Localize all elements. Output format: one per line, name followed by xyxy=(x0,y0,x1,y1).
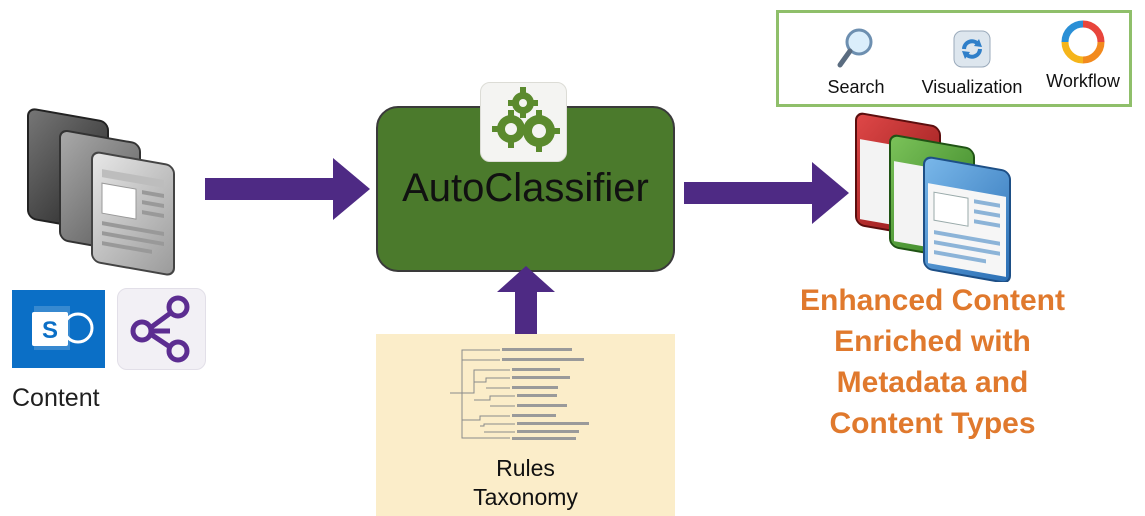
search-tool[interactable]: Search xyxy=(817,27,895,98)
rules-label-line1: Rules xyxy=(496,455,555,481)
search-icon xyxy=(837,28,873,68)
enhanced-line-1: Enhanced Content xyxy=(799,284,1065,317)
search-label: Search xyxy=(827,77,885,97)
refresh-icon xyxy=(953,30,991,68)
visualization-label: Visualization xyxy=(921,77,1023,97)
rules-label-line2: Taxonomy xyxy=(473,484,578,510)
content-documents-icon xyxy=(27,108,175,276)
content-label: Content xyxy=(12,384,100,412)
workflow-label: Workflow xyxy=(1046,71,1120,91)
taxonomy-tree-icon xyxy=(450,348,589,440)
autoclassifier-title: AutoClassifier xyxy=(402,166,649,210)
arrow-right-icon xyxy=(205,158,370,220)
arrow-right-icon xyxy=(684,162,849,224)
workflow-tool[interactable]: Workflow xyxy=(1037,19,1129,92)
tools-panel: Search Visualization Workflow xyxy=(776,10,1132,107)
graph-network-icon xyxy=(117,288,206,370)
arrow-up-icon xyxy=(497,266,555,334)
visualization-tool[interactable]: Visualization xyxy=(913,27,1031,98)
enhanced-line-3: Metadata and xyxy=(836,366,1029,399)
gears-icon xyxy=(480,82,567,162)
enhanced-documents-icon xyxy=(855,112,1011,282)
enhanced-line-4: Content Types xyxy=(829,407,1036,440)
enhanced-line-2: Enriched with xyxy=(834,325,1031,358)
workflow-icon xyxy=(1061,20,1105,64)
rules-taxonomy-label: Rules Taxonomy xyxy=(376,454,675,512)
sharepoint-icon: S xyxy=(12,290,105,368)
sharepoint-letter: S xyxy=(42,317,58,344)
enhanced-content-text: Enhanced Content Enriched with Metadata … xyxy=(790,280,1075,444)
